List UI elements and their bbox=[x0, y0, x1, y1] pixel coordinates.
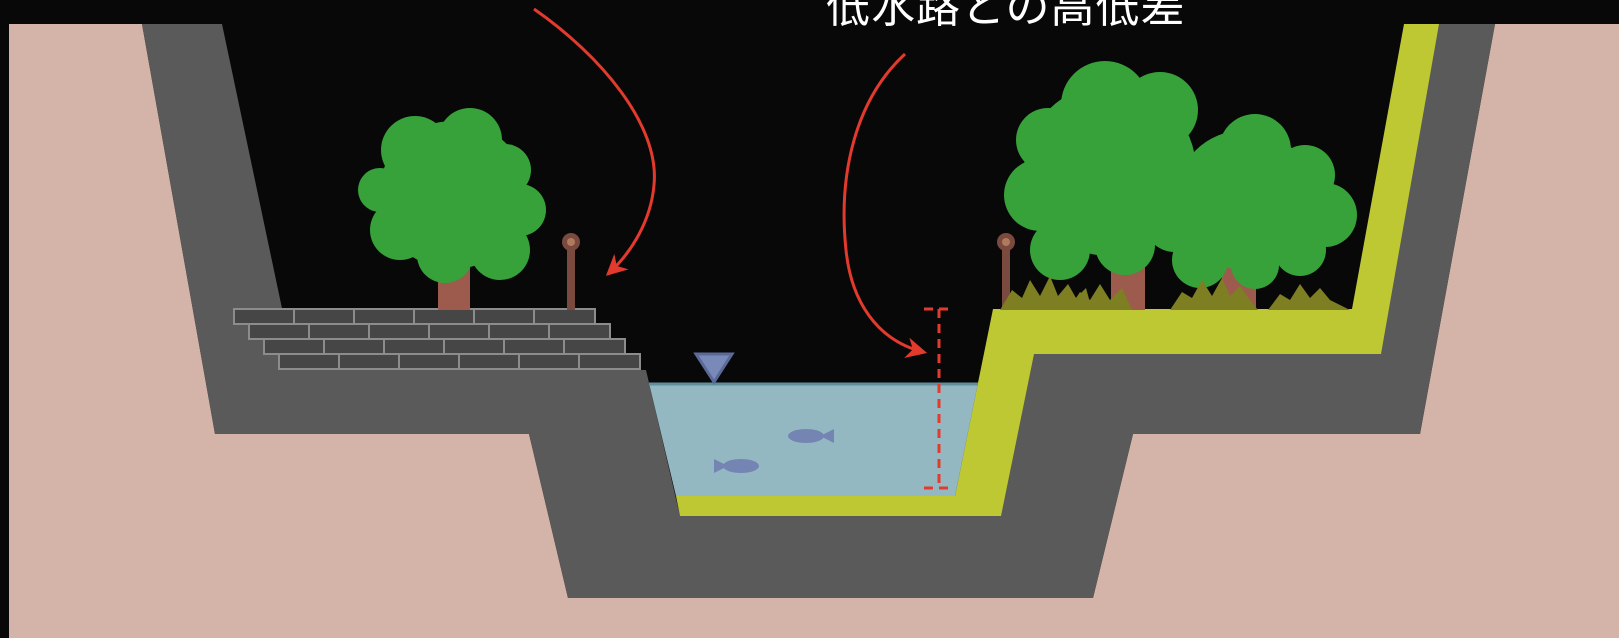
water-level-marker bbox=[693, 352, 735, 385]
lamp-post-right bbox=[997, 233, 1015, 310]
fish-2 bbox=[714, 459, 759, 473]
tree-left bbox=[358, 108, 546, 310]
stone-steps-left bbox=[233, 308, 641, 370]
arrow-to-water-level bbox=[842, 52, 928, 359]
fish-1 bbox=[788, 429, 834, 443]
lamp-post-left bbox=[562, 233, 580, 310]
trees-right bbox=[1004, 61, 1357, 310]
arrow-to-left-floodplain bbox=[533, 7, 656, 276]
grass-right bbox=[1000, 276, 1350, 310]
height-difference-dimension bbox=[924, 307, 954, 490]
soil-ground bbox=[9, 24, 1619, 638]
caption-height-difference: 低水路との高低差 bbox=[826, 0, 1186, 33]
